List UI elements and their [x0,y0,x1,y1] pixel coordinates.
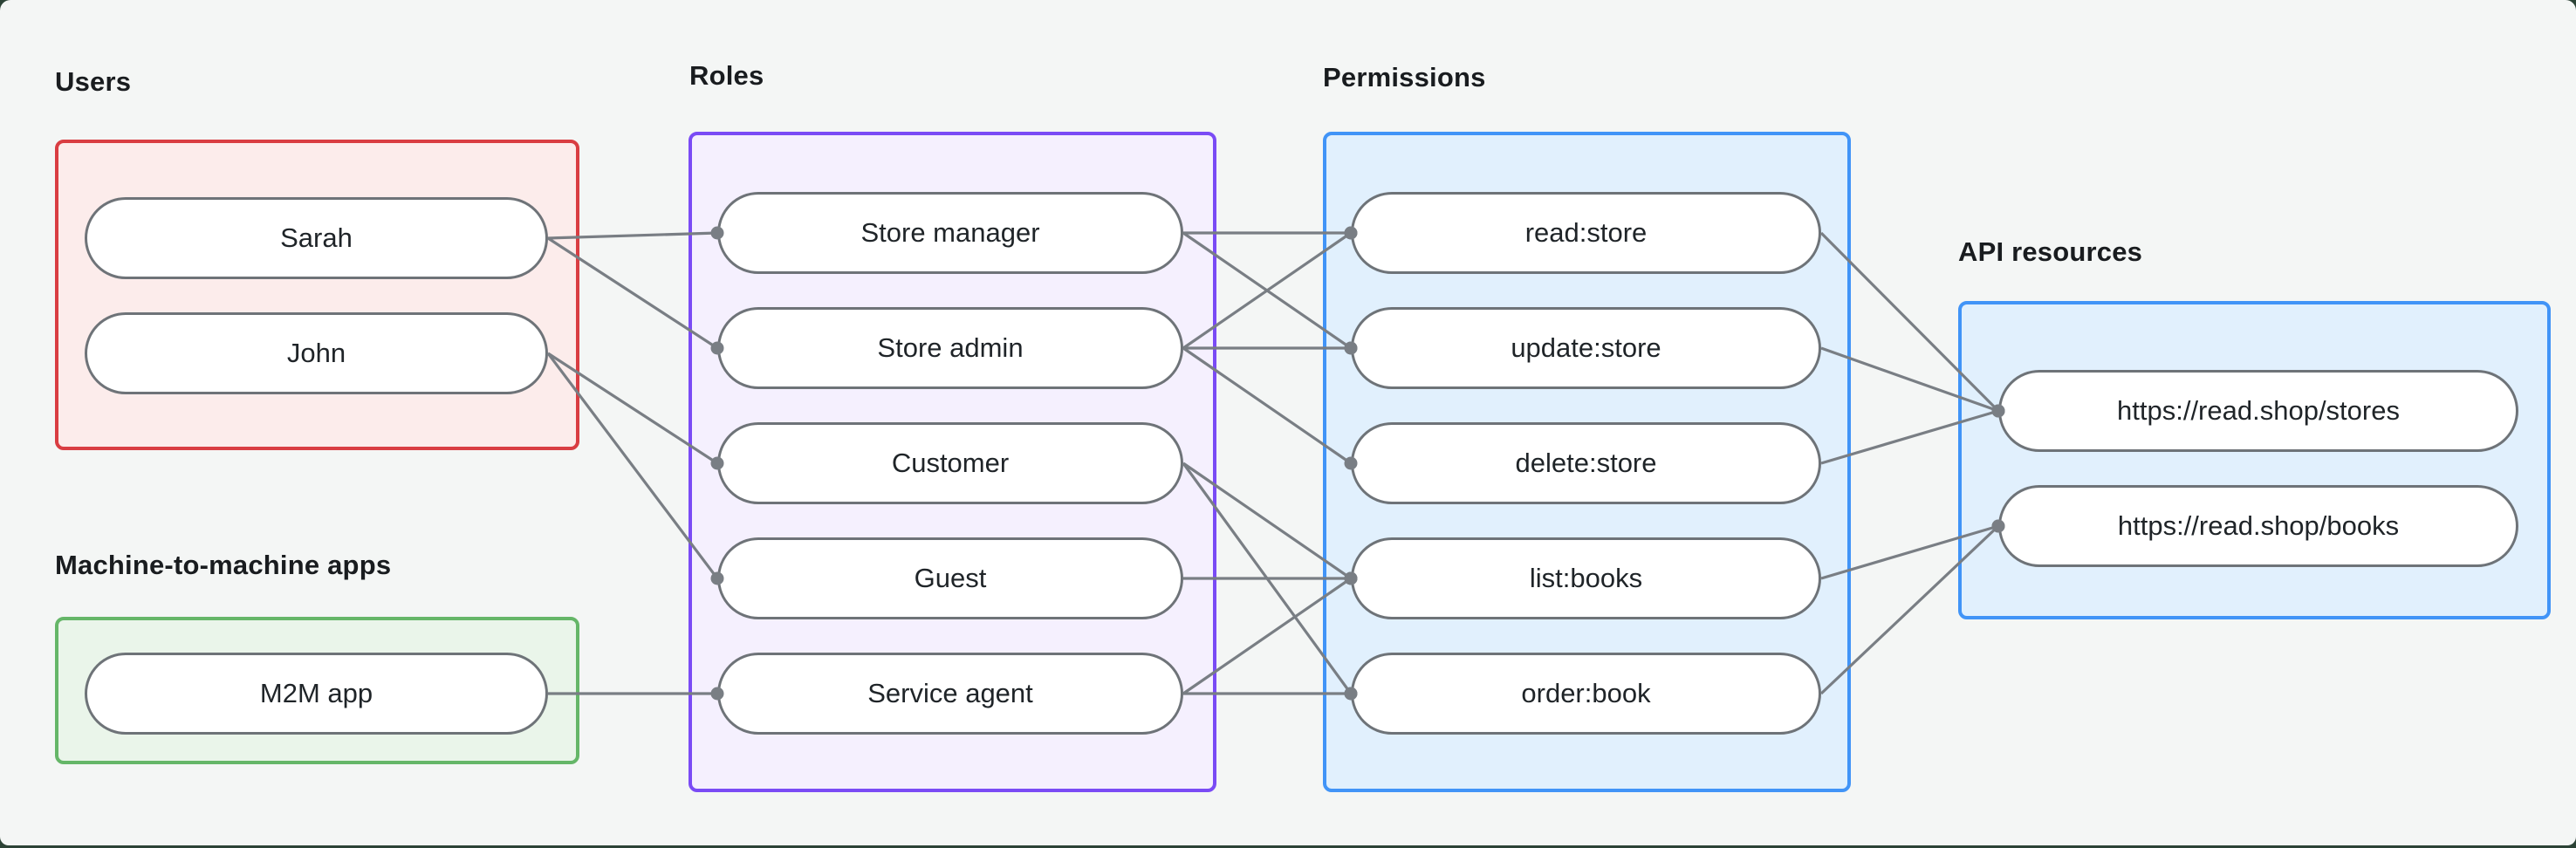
group-label-m2m: Machine-to-machine apps [55,550,392,580]
group-label-roles: Roles [689,60,764,91]
node-john: John [85,312,548,394]
node-order_book: order:book [1351,653,1821,735]
node-read_store: read:store [1351,192,1821,274]
node-sarah: Sarah [85,197,548,279]
group-label-permissions: Permissions [1323,62,1486,92]
node-guest: Guest [717,537,1183,619]
node-m2m_app: M2M app [85,653,548,735]
node-store_manager: Store manager [717,192,1183,274]
node-store_admin: Store admin [717,307,1183,389]
group-users [55,140,579,450]
node-list_books: list:books [1351,537,1821,619]
node-update_store: update:store [1351,307,1821,389]
node-stores_api: https://read.shop/stores [1998,370,2518,452]
group-api [1958,301,2551,619]
node-customer: Customer [717,422,1183,504]
group-label-users: Users [55,66,132,97]
group-label-api: API resources [1958,236,2143,267]
node-service_agent: Service agent [717,653,1183,735]
node-books_api: https://read.shop/books [1998,485,2518,567]
node-delete_store: delete:store [1351,422,1821,504]
